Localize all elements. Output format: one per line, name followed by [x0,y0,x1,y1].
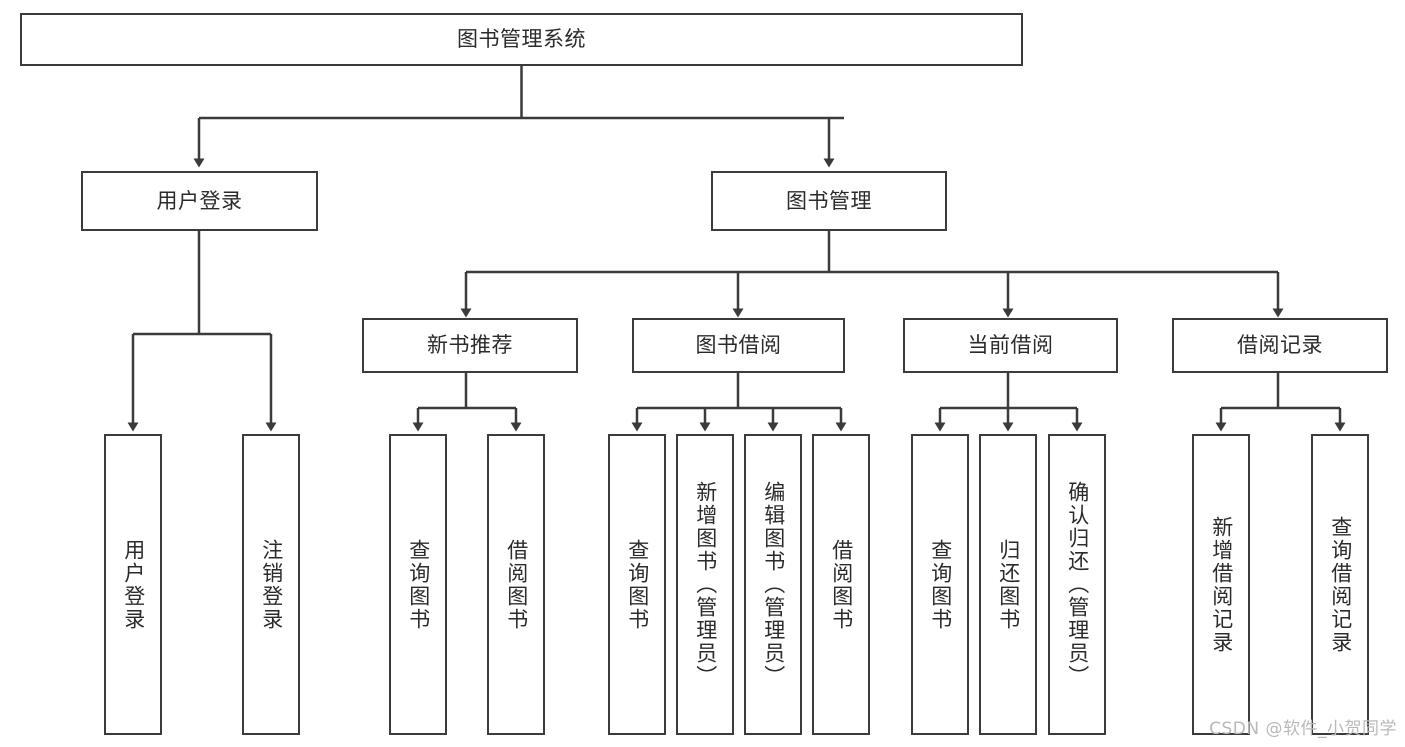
leaf-query-book-2[interactable]: 查询图书 [608,434,666,735]
node-root[interactable]: 图书管理系统 [20,13,1023,66]
leaf-add-record-label: 新增借阅记录 [1209,515,1234,654]
leaf-add-book[interactable]: 新增图书（管理员） [676,434,734,735]
leaf-query-book-3-label: 查询图书 [928,538,953,631]
leaf-query-record[interactable]: 查询借阅记录 [1311,434,1369,735]
leaf-borrow-book-2-label: 借阅图书 [829,538,854,631]
leaf-confirm-return-label: 确认归还（管理员） [1065,481,1090,688]
leaf-add-book-label: 新增图书（管理员） [693,481,718,688]
leaf-borrow-book-1[interactable]: 借阅图书 [487,434,545,735]
leaf-user-login[interactable]: 用户登录 [104,434,162,735]
leaf-logout-login-label: 注销登录 [259,538,284,631]
node-current-borrow[interactable]: 当前借阅 [903,318,1118,373]
leaf-borrow-book-1-label: 借阅图书 [504,538,529,631]
leaf-return-book[interactable]: 归还图书 [979,434,1037,735]
node-book-management-label: 图书管理 [786,188,872,213]
leaf-query-book-1-label: 查询图书 [406,538,431,631]
node-user-login-label: 用户登录 [156,188,243,213]
node-user-login[interactable]: 用户登录 [81,171,318,231]
leaf-query-book-2-label: 查询图书 [625,538,650,631]
leaf-edit-book-label: 编辑图书（管理员） [761,481,786,688]
leaf-add-record[interactable]: 新增借阅记录 [1192,434,1250,735]
leaf-query-book-1[interactable]: 查询图书 [389,434,447,735]
leaf-edit-book[interactable]: 编辑图书（管理员） [744,434,802,735]
node-borrow-record-label: 借阅记录 [1237,333,1323,358]
node-root-label: 图书管理系统 [457,27,586,52]
leaf-query-book-3[interactable]: 查询图书 [911,434,969,735]
node-book-management[interactable]: 图书管理 [711,171,947,231]
node-borrow-record[interactable]: 借阅记录 [1172,318,1388,373]
node-book-borrow[interactable]: 图书借阅 [632,318,845,373]
leaf-user-login-label: 用户登录 [121,538,146,631]
leaf-return-book-label: 归还图书 [996,538,1021,631]
node-new-book-recommend[interactable]: 新书推荐 [362,318,578,373]
leaf-confirm-return[interactable]: 确认归还（管理员） [1048,434,1106,735]
node-book-borrow-label: 图书借阅 [695,333,782,358]
leaf-logout-login[interactable]: 注销登录 [242,434,300,735]
node-current-borrow-label: 当前借阅 [967,333,1054,358]
node-new-book-recommend-label: 新书推荐 [427,333,513,358]
leaf-borrow-book-2[interactable]: 借阅图书 [812,434,870,735]
watermark: CSDN @软件_小贺同学 [1209,719,1397,739]
leaf-query-record-label: 查询借阅记录 [1328,515,1353,654]
